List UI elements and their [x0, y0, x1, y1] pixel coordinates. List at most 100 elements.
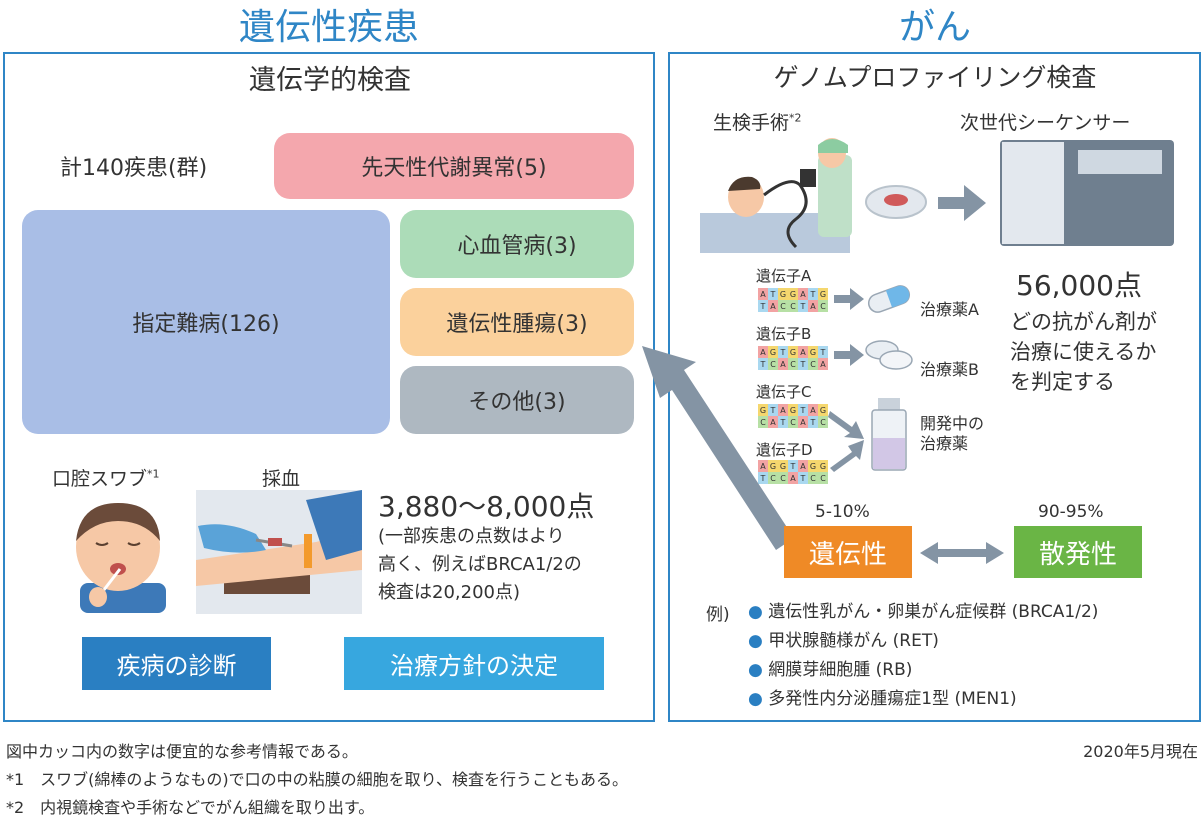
example-item: ● 網膜芽細胞腫 (RB) — [748, 656, 1098, 685]
profiling-points: 56,000点 — [1016, 269, 1142, 302]
base-letter: G — [810, 462, 816, 471]
diagnosis-label: 疾病の診断 — [82, 637, 271, 690]
tablet-icon — [865, 340, 913, 370]
base-cell — [788, 358, 798, 370]
base-cell — [778, 416, 788, 428]
base-letter: C — [760, 418, 766, 427]
base-cell — [758, 346, 768, 358]
base-cell — [758, 416, 768, 428]
double-arrow — [920, 542, 1004, 564]
base-letter: T — [800, 406, 806, 415]
base-letter: T — [820, 348, 826, 357]
example-item: ● 遺伝性乳がん・卵巣がん症候群 (BRCA1/2) — [748, 598, 1098, 627]
sporadic-badge: 散発性 — [1014, 526, 1142, 578]
footnote-2: *2 内視鏡検査や手術などでがん組織を取り出す。 — [6, 798, 375, 817]
sporadic-percent: 90-95% — [1038, 502, 1104, 522]
footnote-date: 2020年5月現在 — [1083, 742, 1198, 761]
hereditary-to-tumor-arrow — [642, 346, 794, 550]
base-cell — [788, 472, 798, 484]
base-letter: A — [770, 302, 776, 311]
blood-label: 採血 — [262, 468, 301, 490]
base-letter: T — [810, 290, 816, 299]
base-cell — [818, 472, 828, 484]
base-letter: G — [780, 462, 786, 471]
profiling-note-3: を判定する — [1010, 370, 1115, 394]
cardio-box: 心血管病(3) — [400, 210, 634, 278]
gene-b-arrow — [834, 344, 864, 366]
base-letter: C — [790, 302, 796, 311]
base-cell — [788, 416, 798, 428]
footnote-note: 図中カッコ内の数字は便宜的な参考情報である。 — [6, 742, 358, 761]
base-letter: G — [790, 290, 796, 299]
base-letter: A — [820, 360, 826, 369]
tumor-box: 遺伝性腫瘍(3) — [400, 288, 634, 356]
base-letter: C — [790, 360, 796, 369]
base-letter: T — [760, 474, 766, 483]
biopsy-label: 生検手術*2 — [713, 108, 802, 135]
capsule-icon — [867, 285, 911, 313]
base-cell — [798, 288, 808, 300]
vial-icon — [871, 398, 907, 471]
base-cell — [768, 472, 778, 484]
base-letter: A — [790, 474, 796, 483]
hereditary-header: 遺伝性疾患 — [208, 4, 450, 52]
base-letter: C — [770, 474, 776, 483]
base-letter: C — [820, 474, 826, 483]
base-cell — [788, 460, 798, 472]
dev-drug-line1: 開発中の — [920, 414, 985, 433]
base-letter: C — [820, 302, 826, 311]
base-cell — [758, 404, 768, 416]
base-cell — [808, 300, 818, 312]
base-cell — [778, 460, 788, 472]
base-cell — [788, 300, 798, 312]
base-cell — [808, 288, 818, 300]
base-cell — [768, 300, 778, 312]
base-letter: G — [820, 290, 826, 299]
base-cell — [788, 404, 798, 416]
base-letter: T — [790, 462, 796, 471]
base-cell — [818, 358, 828, 370]
base-letter: T — [800, 360, 806, 369]
base-cell — [808, 472, 818, 484]
base-cell — [778, 358, 788, 370]
points-note-1: (一部疾患の点数はより — [378, 526, 565, 547]
dev-drug-line2: 治療薬 — [920, 434, 969, 453]
gene-c-label: 遺伝子C — [756, 383, 812, 401]
base-letter: A — [780, 360, 786, 369]
example-text: 網膜芽細胞腫 (RB) — [768, 660, 913, 680]
gene-a-arrow — [834, 288, 864, 310]
base-letter: C — [790, 418, 796, 427]
sample-dish-icon — [865, 185, 927, 219]
base-letter: C — [810, 360, 816, 369]
base-letter: G — [760, 406, 766, 415]
designated-box: 指定難病(126) — [22, 210, 390, 434]
base-cell — [788, 346, 798, 358]
base-letter: C — [770, 360, 776, 369]
base-cell — [768, 460, 778, 472]
base-cell — [768, 288, 778, 300]
base-letter: G — [770, 462, 776, 471]
example-text: 多発性内分泌腫瘍症1型 (MEN1) — [768, 689, 1017, 709]
example-text: 甲状腺髄様がん (RET) — [768, 631, 939, 651]
base-letter: G — [790, 348, 796, 357]
base-letter: C — [780, 302, 786, 311]
base-cell — [758, 358, 768, 370]
blood-draw-illustration — [196, 490, 362, 614]
cancer-header: がん — [880, 4, 990, 52]
gene-d-arrow — [830, 440, 864, 472]
total-label: 計140疾患(群) — [60, 156, 208, 181]
base-letter: A — [800, 418, 806, 427]
base-cell — [818, 288, 828, 300]
examples-label: 例) — [706, 605, 730, 625]
base-letter: G — [820, 462, 826, 471]
base-cell — [778, 300, 788, 312]
base-cell — [808, 416, 818, 428]
gene-d-label: 遺伝子D — [756, 441, 813, 459]
base-cell — [808, 404, 818, 416]
base-cell — [798, 472, 808, 484]
base-letter: A — [770, 418, 776, 427]
base-letter: T — [800, 474, 806, 483]
base-cell — [808, 460, 818, 472]
base-cell — [778, 404, 788, 416]
base-letter: T — [800, 302, 806, 311]
